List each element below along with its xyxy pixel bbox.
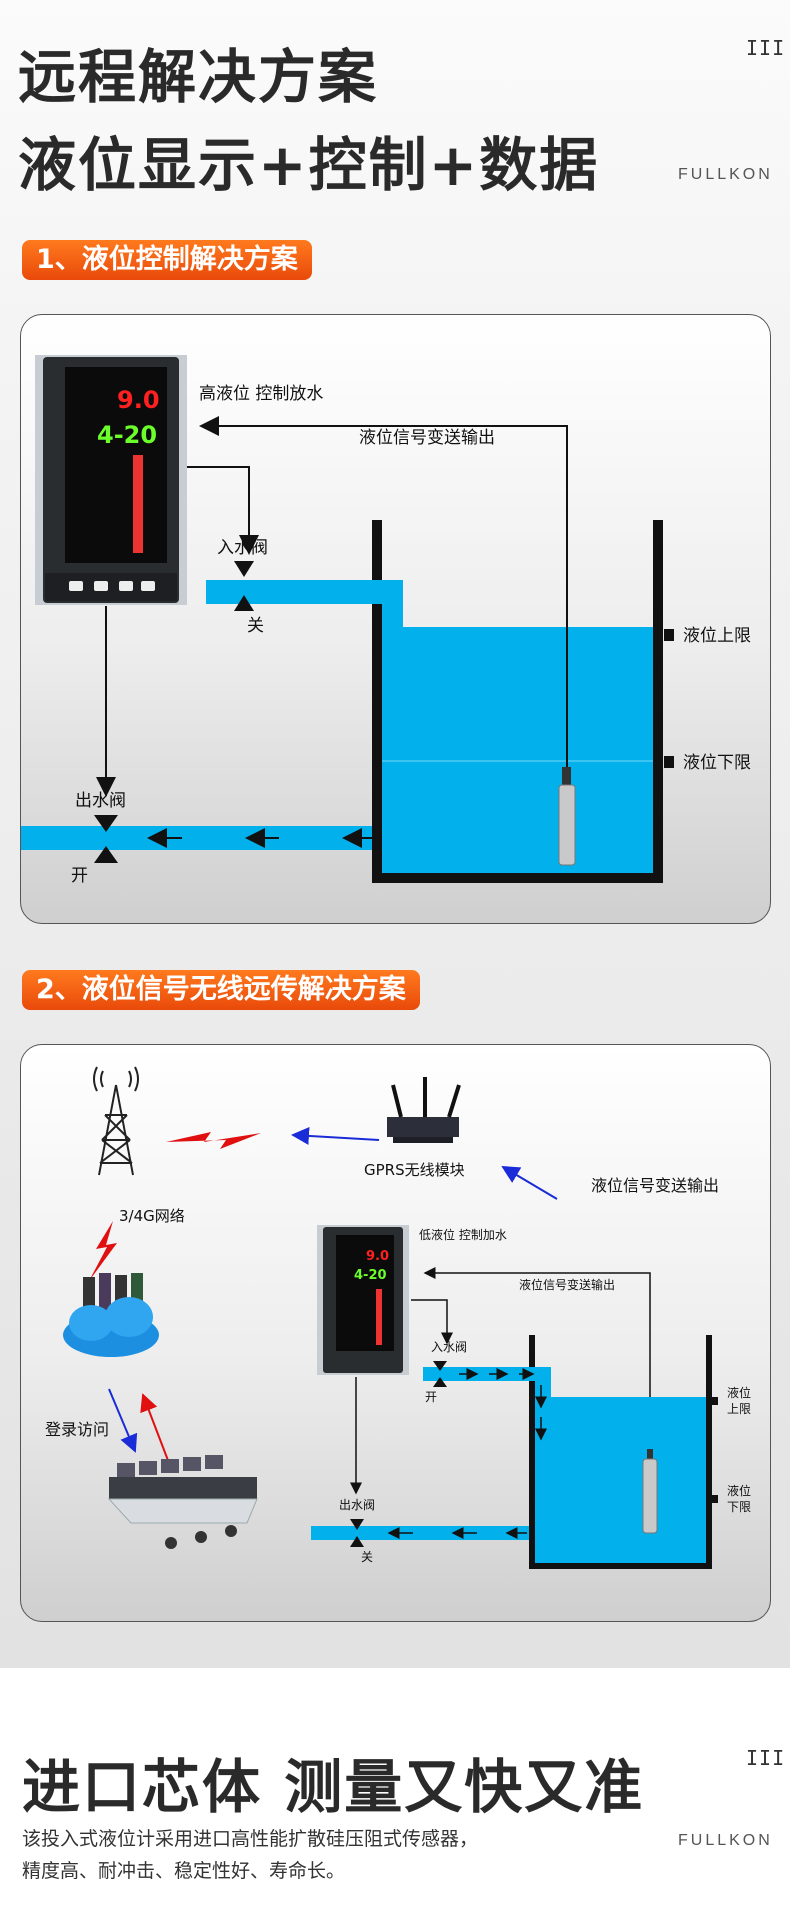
- inlet-pipe: [206, 580, 403, 604]
- inlet-valve-label: 入水阀: [217, 538, 268, 558]
- meter-bottom-value: 4-20: [97, 421, 157, 449]
- lower-limit-2-marker: [712, 1495, 718, 1503]
- feature-desc-line1: 该投入式液位计采用进口高性能扩散硅压阻式传感器，: [22, 1828, 479, 1850]
- lower-limit-marker: [664, 756, 674, 768]
- brand-name-2: FULLKON: [678, 1832, 773, 1849]
- lower-limit-2-label-a: 液位: [727, 1483, 751, 1498]
- brand-bars-icon-2: III: [746, 1746, 786, 1770]
- inlet-valve-label-2: 入水阀: [431, 1340, 467, 1354]
- gprs-module-icon: [387, 1077, 461, 1143]
- level-sensor-2: [642, 1449, 658, 1534]
- signal-label: 液位信号变送输出: [359, 428, 495, 448]
- tank2-water: [535, 1397, 706, 1563]
- upper-limit-2-label-a: 液位: [727, 1385, 751, 1400]
- level-meter-2: 9.0 4-20: [317, 1225, 409, 1375]
- inlet-valve-2-icon: [433, 1361, 447, 1387]
- level-control-diagram: 9.0 4-20 高液位 控制放水 液位信号变送输出 入水阀 关: [21, 355, 751, 886]
- lower-limit-2-label-b: 下限: [727, 1500, 751, 1514]
- feature-desc-line2: 精度高、耐冲击、稳定性好、寿命长。: [22, 1860, 346, 1882]
- control-lines-2: [350, 1267, 651, 1495]
- outlet-state-label-2: 关: [361, 1550, 373, 1564]
- control-room-icon: [107, 1455, 258, 1549]
- tank-2: [529, 1335, 712, 1569]
- login-down-arrow: [108, 1388, 138, 1453]
- page-title-line1: 远程解决方案: [18, 43, 379, 111]
- meter2-top-value: 9.0: [366, 1249, 389, 1264]
- outlet-valve-2-icon: [350, 1519, 364, 1547]
- inlet-state-label: 关: [247, 616, 264, 636]
- outlet-pipe: [21, 826, 372, 850]
- cell-tower-icon: [93, 1066, 139, 1176]
- login-label: 登录访问: [45, 1420, 109, 1439]
- cloud-server-icon: [63, 1273, 159, 1357]
- level-sensor: [558, 767, 576, 866]
- upper-limit-2-label-b: 上限: [727, 1402, 751, 1416]
- wireless-remote-diagram: 9.0 4-20: [45, 1066, 751, 1569]
- network-label: 3/4G网络: [119, 1207, 185, 1225]
- wireless-signal-icon: [166, 1132, 261, 1149]
- inlet-valve-icon: [234, 561, 254, 611]
- section1-panel: 9.0 4-20 高液位 控制放水 液位信号变送输出 入水阀 关: [20, 314, 771, 924]
- brand-name: FULLKON: [678, 166, 773, 183]
- section1-label: 1、液位控制解决方案: [22, 240, 312, 280]
- meter-top-value: 9.0: [117, 386, 160, 414]
- outlet-state-label: 开: [71, 866, 88, 886]
- brand-bars-icon: III: [746, 36, 786, 60]
- gprs-to-tower-arrow: [291, 1126, 380, 1145]
- meter2-bottom-value: 4-20: [354, 1268, 387, 1283]
- upper-limit-label: 液位上限: [683, 626, 751, 646]
- signal-out-label: 液位信号变送输出: [591, 1176, 719, 1195]
- lower-limit-label: 液位下限: [683, 753, 751, 773]
- inlet-pipe-2: [423, 1367, 551, 1381]
- tank-water: [382, 627, 653, 873]
- feature-title: 进口芯体 测量又快又准: [22, 1753, 645, 1821]
- control-lines: [96, 416, 568, 797]
- control-label: 高液位 控制放水: [199, 384, 323, 404]
- upper-limit-marker: [664, 629, 674, 641]
- inlet-state-label-2: 开: [425, 1390, 437, 1404]
- outlet-valve-label: 出水阀: [75, 791, 126, 811]
- section2-label: 2、液位信号无线远传解决方案: [22, 970, 420, 1010]
- section2-panel: 9.0 4-20: [20, 1044, 771, 1622]
- level-meter: 9.0 4-20: [35, 355, 187, 605]
- outlet-valve-icon: [94, 815, 118, 863]
- control-label-2: 低液位 控制加水: [419, 1227, 507, 1242]
- signal-label-2: 液位信号变送输出: [519, 1277, 615, 1292]
- page-title-line2: 液位显示+控制+数据: [18, 131, 600, 199]
- tank: [372, 520, 663, 883]
- outlet-valve-label-2: 出水阀: [339, 1498, 375, 1512]
- upper-limit-2-marker: [712, 1397, 718, 1405]
- login-up-arrow: [140, 1393, 170, 1464]
- network-signal-icon: [89, 1221, 117, 1281]
- signal-to-gprs-arrow: [501, 1165, 558, 1200]
- gprs-label: GPRS无线模块: [364, 1161, 465, 1179]
- outlet-pipe-2: [311, 1526, 529, 1540]
- flow-arrows-2: [387, 1368, 547, 1539]
